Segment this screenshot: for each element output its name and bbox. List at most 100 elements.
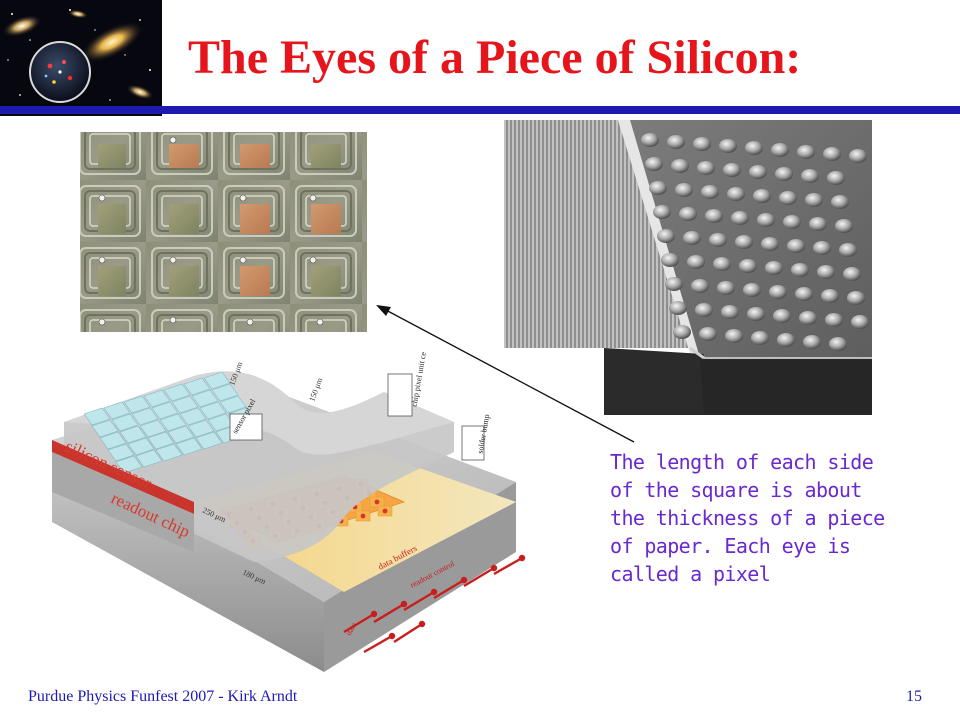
solder-bump — [735, 235, 753, 249]
solder-bump — [709, 233, 727, 247]
solder-bump — [791, 263, 809, 277]
solder-bump — [835, 219, 853, 233]
solder-bump — [769, 285, 787, 299]
sensor-cell — [99, 431, 127, 450]
solder-bump — [797, 145, 815, 159]
solder-bump — [721, 305, 739, 319]
signal-arrow-head — [400, 600, 408, 608]
sensor-cell — [159, 413, 187, 432]
caption-line: of paper. Each eye is — [610, 534, 851, 558]
solder-bump — [743, 283, 761, 297]
solder-bump — [699, 327, 717, 341]
solder-bump — [745, 141, 763, 155]
solder-bump — [679, 207, 697, 221]
solder-bump — [823, 147, 841, 161]
solder-bump — [697, 161, 715, 175]
galaxy-logo — [0, 0, 162, 116]
signal-arrow — [403, 590, 435, 612]
solder-bump — [665, 277, 683, 291]
caption-line: called a pixel — [610, 562, 771, 586]
solder-bump — [765, 261, 783, 275]
sensor-cell — [199, 401, 227, 420]
solder-bump — [839, 243, 857, 257]
solder-bump — [667, 135, 685, 149]
solder-bump — [787, 239, 805, 253]
signal-arrow — [393, 622, 423, 644]
sensor-cell — [135, 449, 163, 468]
solder-bump — [829, 337, 847, 351]
sensor-cell — [195, 431, 223, 450]
sensor-cell — [119, 425, 147, 444]
pixel-caption: The length of each side of the square is… — [610, 448, 930, 588]
pixel-sensor-image — [80, 132, 367, 332]
solder-bump — [761, 237, 779, 251]
sensor-cell — [167, 425, 195, 444]
solder-bump — [847, 291, 865, 305]
solder-bump — [717, 281, 735, 295]
solder-bump — [669, 301, 687, 315]
solder-bump — [843, 267, 861, 281]
solder-bump — [795, 287, 813, 301]
signal-arrow-head — [460, 576, 468, 584]
signal-arrow — [343, 612, 375, 634]
solder-bump — [739, 259, 757, 273]
sensor-cell — [103, 401, 131, 420]
solder-bump — [695, 303, 713, 317]
solder-bump — [691, 279, 709, 293]
sensor-cell — [127, 437, 155, 456]
caption-line: of the square is about — [610, 478, 862, 502]
solder-bump — [803, 335, 821, 349]
solder-bump — [779, 191, 797, 205]
solder-bump — [657, 229, 675, 243]
footer-credit: Purdue Physics Funfest 2007 - Kirk Arndt — [28, 688, 298, 705]
sensor-cell — [203, 371, 231, 390]
signal-arrow-head — [518, 554, 526, 562]
sensor-cell — [151, 401, 179, 420]
pixel-detector-diagram: silicon sensor readout chip 250 μm 180 μ… — [44, 346, 534, 674]
solder-bump — [817, 265, 835, 279]
chip-pad — [360, 513, 366, 519]
solder-bump — [851, 315, 869, 329]
solder-bump — [751, 331, 769, 345]
sensor-cell — [179, 407, 207, 426]
page-number: 15 — [906, 688, 922, 705]
solder-bump — [653, 205, 671, 219]
signal-arrow — [363, 634, 393, 654]
signal-arrow-head — [370, 610, 378, 618]
solder-bump — [705, 209, 723, 223]
solder-bump — [775, 167, 793, 181]
solder-bump — [799, 311, 817, 325]
solder-bump — [777, 333, 795, 347]
solder-bump — [725, 329, 743, 343]
solder-bump — [661, 253, 679, 267]
signal-arrow-head — [418, 620, 426, 628]
solder-bump — [641, 133, 659, 147]
pixel-sensor-photo — [80, 132, 367, 332]
sensor-cell — [131, 407, 159, 426]
solder-bump — [753, 189, 771, 203]
solder-bump — [757, 213, 775, 227]
solder-bump — [687, 255, 705, 269]
galaxy-logo-image — [0, 0, 162, 116]
sensor-cell — [191, 389, 219, 408]
solder-bump — [673, 325, 691, 339]
solder-bump — [813, 241, 831, 255]
signal-arrow — [433, 578, 465, 600]
caption-line: The length of each side — [610, 450, 874, 474]
solder-bump — [649, 181, 667, 195]
signal-arrow-head — [490, 564, 498, 572]
chip-pad — [374, 499, 380, 505]
solder-bump — [701, 185, 719, 199]
sensor-cell — [219, 395, 247, 414]
chip-pad — [382, 508, 388, 514]
sensor-cell — [83, 407, 111, 426]
solder-bump — [809, 217, 827, 231]
sensor-cell — [111, 413, 139, 432]
label-solder-bump: solder bump — [476, 414, 492, 455]
solder-bump — [771, 143, 789, 157]
solder-bump — [719, 139, 737, 153]
solder-bump — [773, 309, 791, 323]
sensor-cell — [183, 377, 211, 396]
solder-bump — [747, 307, 765, 321]
solder-bump — [821, 289, 839, 303]
